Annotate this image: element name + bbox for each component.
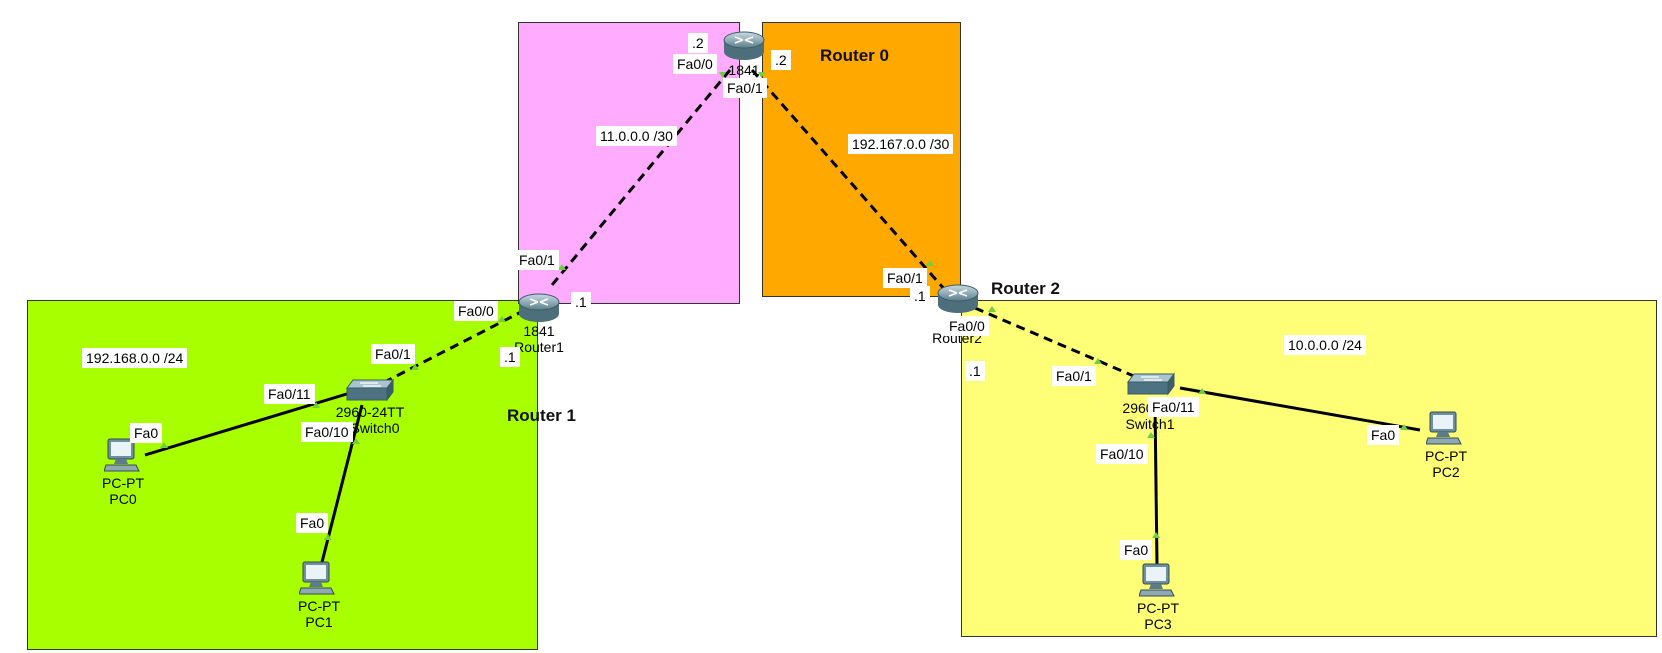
r1-ip-bottom: .1	[500, 347, 520, 367]
sw0-port-fa011: Fa0/11	[264, 384, 315, 404]
link-dot	[324, 534, 332, 540]
link-dot	[1094, 358, 1102, 364]
pc2-name: PC2	[1432, 464, 1460, 480]
r0-port-fa01: Fa0/1	[723, 78, 767, 98]
link-dot	[498, 316, 506, 322]
pc0-port-fa0: Fa0	[130, 423, 163, 443]
link-r0-r1[interactable]	[550, 69, 732, 286]
link-dot	[1400, 424, 1408, 430]
link-dot	[411, 364, 419, 370]
r0-ip-left: .2	[688, 33, 708, 53]
switch0-switch-icon[interactable]	[345, 378, 395, 402]
network-label-lan1: 192.168.0.0 /24	[82, 348, 188, 368]
switch0-name: Switch0	[350, 420, 400, 436]
router2-router-icon[interactable]	[935, 283, 981, 315]
router0-router-icon[interactable]	[721, 30, 767, 62]
pc0-pc-icon[interactable]	[104, 437, 140, 473]
pc2-model: PC-PT	[1425, 448, 1467, 464]
sw0-port-fa01: Fa0/1	[371, 344, 415, 364]
router0-model: 1841	[728, 62, 760, 78]
link-sw1-pc2[interactable]	[1179, 386, 1421, 432]
link-dot	[1152, 532, 1160, 538]
switch1-switch-icon[interactable]	[1126, 372, 1176, 396]
link-dot	[926, 260, 934, 266]
sw1-port-fa011: Fa0/11	[1148, 397, 1199, 417]
switch1-model: 2960	[1122, 400, 1154, 416]
link-dot	[312, 402, 320, 408]
pc1-pc-icon[interactable]	[299, 560, 335, 596]
link-dot	[719, 72, 726, 78]
pc0-model: PC-PT	[102, 475, 144, 491]
pc3-pc-icon[interactable]	[1139, 562, 1175, 598]
pc2-port-fa0: Fa0	[1367, 425, 1400, 445]
switch0-model: 2960-24TT	[335, 404, 405, 420]
link-dot	[352, 438, 360, 444]
router1-name: Router1	[514, 339, 564, 355]
link-dot	[1198, 388, 1206, 394]
pc2-pc-icon[interactable]	[1426, 410, 1462, 446]
pc1-model: PC-PT	[298, 598, 340, 614]
link-r0-r2[interactable]	[750, 69, 947, 291]
switch1-name: Switch1	[1125, 416, 1175, 432]
r2-port-fa01: Fa0/1	[883, 268, 927, 288]
router2-area-title: Router 2	[991, 279, 1060, 298]
router0-area	[762, 22, 961, 297]
r0-ip-right: .2	[771, 50, 791, 70]
network-label-lan2: 10.0.0.0 /24	[1284, 335, 1366, 355]
link-sw0-pc1[interactable]	[318, 404, 364, 571]
link-dot	[160, 442, 168, 448]
router1-area-title: Router 1	[507, 406, 576, 425]
link-dot	[758, 72, 765, 78]
sw1-port-fa01: Fa0/1	[1052, 366, 1096, 386]
sw1-port-fa010: Fa0/10	[1096, 444, 1148, 464]
r0-port-fa00: Fa0/0	[673, 54, 717, 74]
pc1-port-fa0: Fa0	[296, 513, 329, 533]
link-status-dots	[160, 72, 1408, 540]
pc3-port-fa0: Fa0	[1120, 540, 1153, 560]
link-dot	[1147, 432, 1155, 438]
router1-model: 1841	[523, 323, 555, 339]
link-r2-sw1[interactable]	[974, 306, 1151, 385]
link-r1-sw0[interactable]	[374, 308, 526, 389]
r1-ip-top: .1	[571, 292, 591, 312]
network-label-wan11: 11.0.0.0 /30	[596, 126, 677, 146]
link-dot	[558, 264, 566, 270]
router1-router-icon[interactable]	[516, 292, 562, 324]
r1-port-fa00: Fa0/0	[454, 301, 498, 321]
router0-area-title: Router 0	[820, 46, 889, 65]
r2-port-fa00: Fa0/0	[945, 316, 989, 336]
router2-area	[961, 300, 1657, 637]
pc1-name: PC1	[305, 614, 333, 630]
r1-port-fa01: Fa0/1	[515, 250, 559, 270]
pc3-name: PC3	[1144, 616, 1172, 632]
r2-ip-top: .1	[910, 286, 930, 306]
link-sw1-pc3[interactable]	[1153, 404, 1159, 566]
sw0-port-fa010: Fa0/10	[301, 422, 353, 442]
link-dot	[988, 306, 996, 312]
pc3-model: PC-PT	[1137, 600, 1179, 616]
r2-ip-bottom: .1	[965, 361, 985, 381]
pc0-name: PC0	[109, 491, 137, 507]
network-label-wan192: 192.167.0.0 /30	[848, 134, 954, 154]
